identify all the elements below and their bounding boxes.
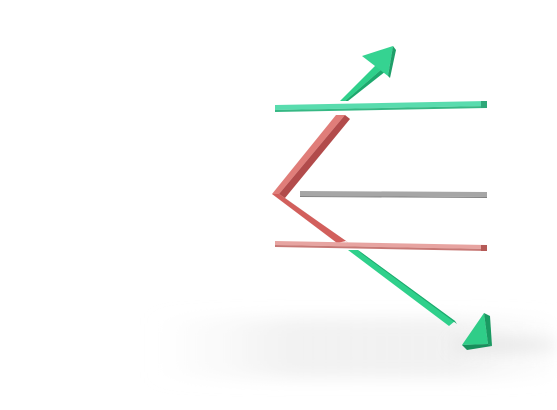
green-arrow-down (348, 250, 492, 350)
green-bar (275, 101, 487, 112)
red-arrow (272, 115, 350, 244)
gray-bar (300, 191, 487, 198)
red-bar (275, 241, 487, 251)
floor-shadow (150, 318, 557, 378)
green-arrow-up (340, 46, 396, 101)
